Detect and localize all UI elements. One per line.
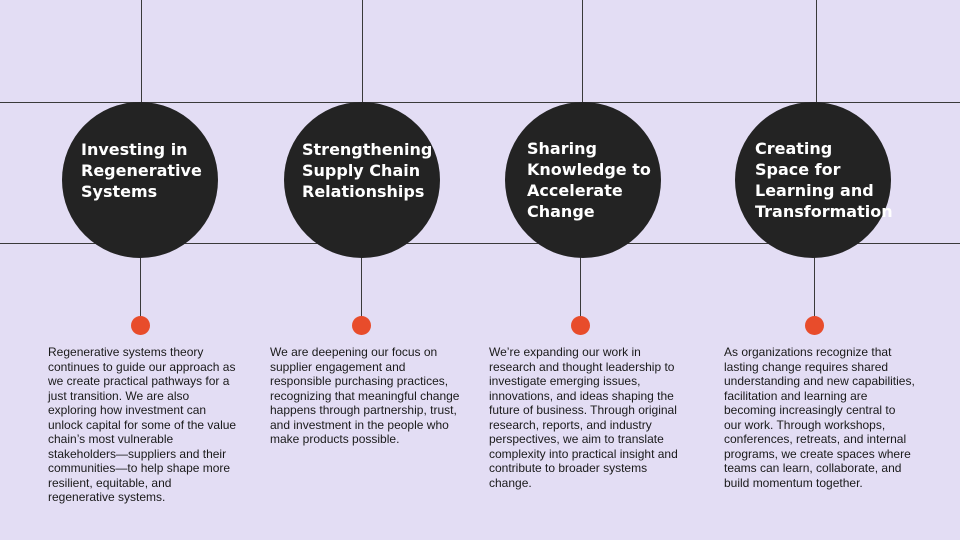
- top-horizontal-line: [0, 102, 960, 103]
- column-2-top-connector: [362, 0, 363, 102]
- column-1-title: Investing in Regenerative Systems: [81, 140, 202, 201]
- column-4-timeline-dot: [805, 316, 824, 335]
- column-3-timeline-dot: [571, 316, 590, 335]
- column-3-circle: [505, 102, 661, 258]
- column-4-description: As organizations recognize that lasting …: [724, 345, 915, 490]
- column-4-circle: [735, 102, 891, 258]
- column-3-description: We’re expanding our work in research and…: [489, 345, 678, 490]
- column-1-circle: [62, 102, 218, 258]
- bottom-horizontal-line: [0, 243, 960, 244]
- column-4-dot-connector: [814, 243, 815, 325]
- column-1-timeline-dot: [131, 316, 150, 335]
- column-1-description: Regenerative systems theory continues to…: [48, 345, 237, 504]
- column-3-dot-connector: [580, 243, 581, 325]
- column-2-timeline-dot: [352, 316, 371, 335]
- column-3-top-connector: [582, 0, 583, 102]
- column-1-dot-connector: [140, 243, 141, 325]
- column-2-title: Strengthening Supply Chain Relationships: [302, 140, 433, 201]
- column-2-circle: [284, 102, 440, 258]
- column-1-top-connector: [141, 0, 142, 102]
- column-3-title: Sharing Knowledge to Accelerate Change: [527, 139, 651, 221]
- column-4-top-connector: [816, 0, 817, 102]
- column-2-dot-connector: [361, 243, 362, 325]
- column-4-title: Creating Space for Learning and Transfor…: [755, 139, 893, 221]
- column-2-description: We are deepening our focus on supplier e…: [270, 345, 460, 446]
